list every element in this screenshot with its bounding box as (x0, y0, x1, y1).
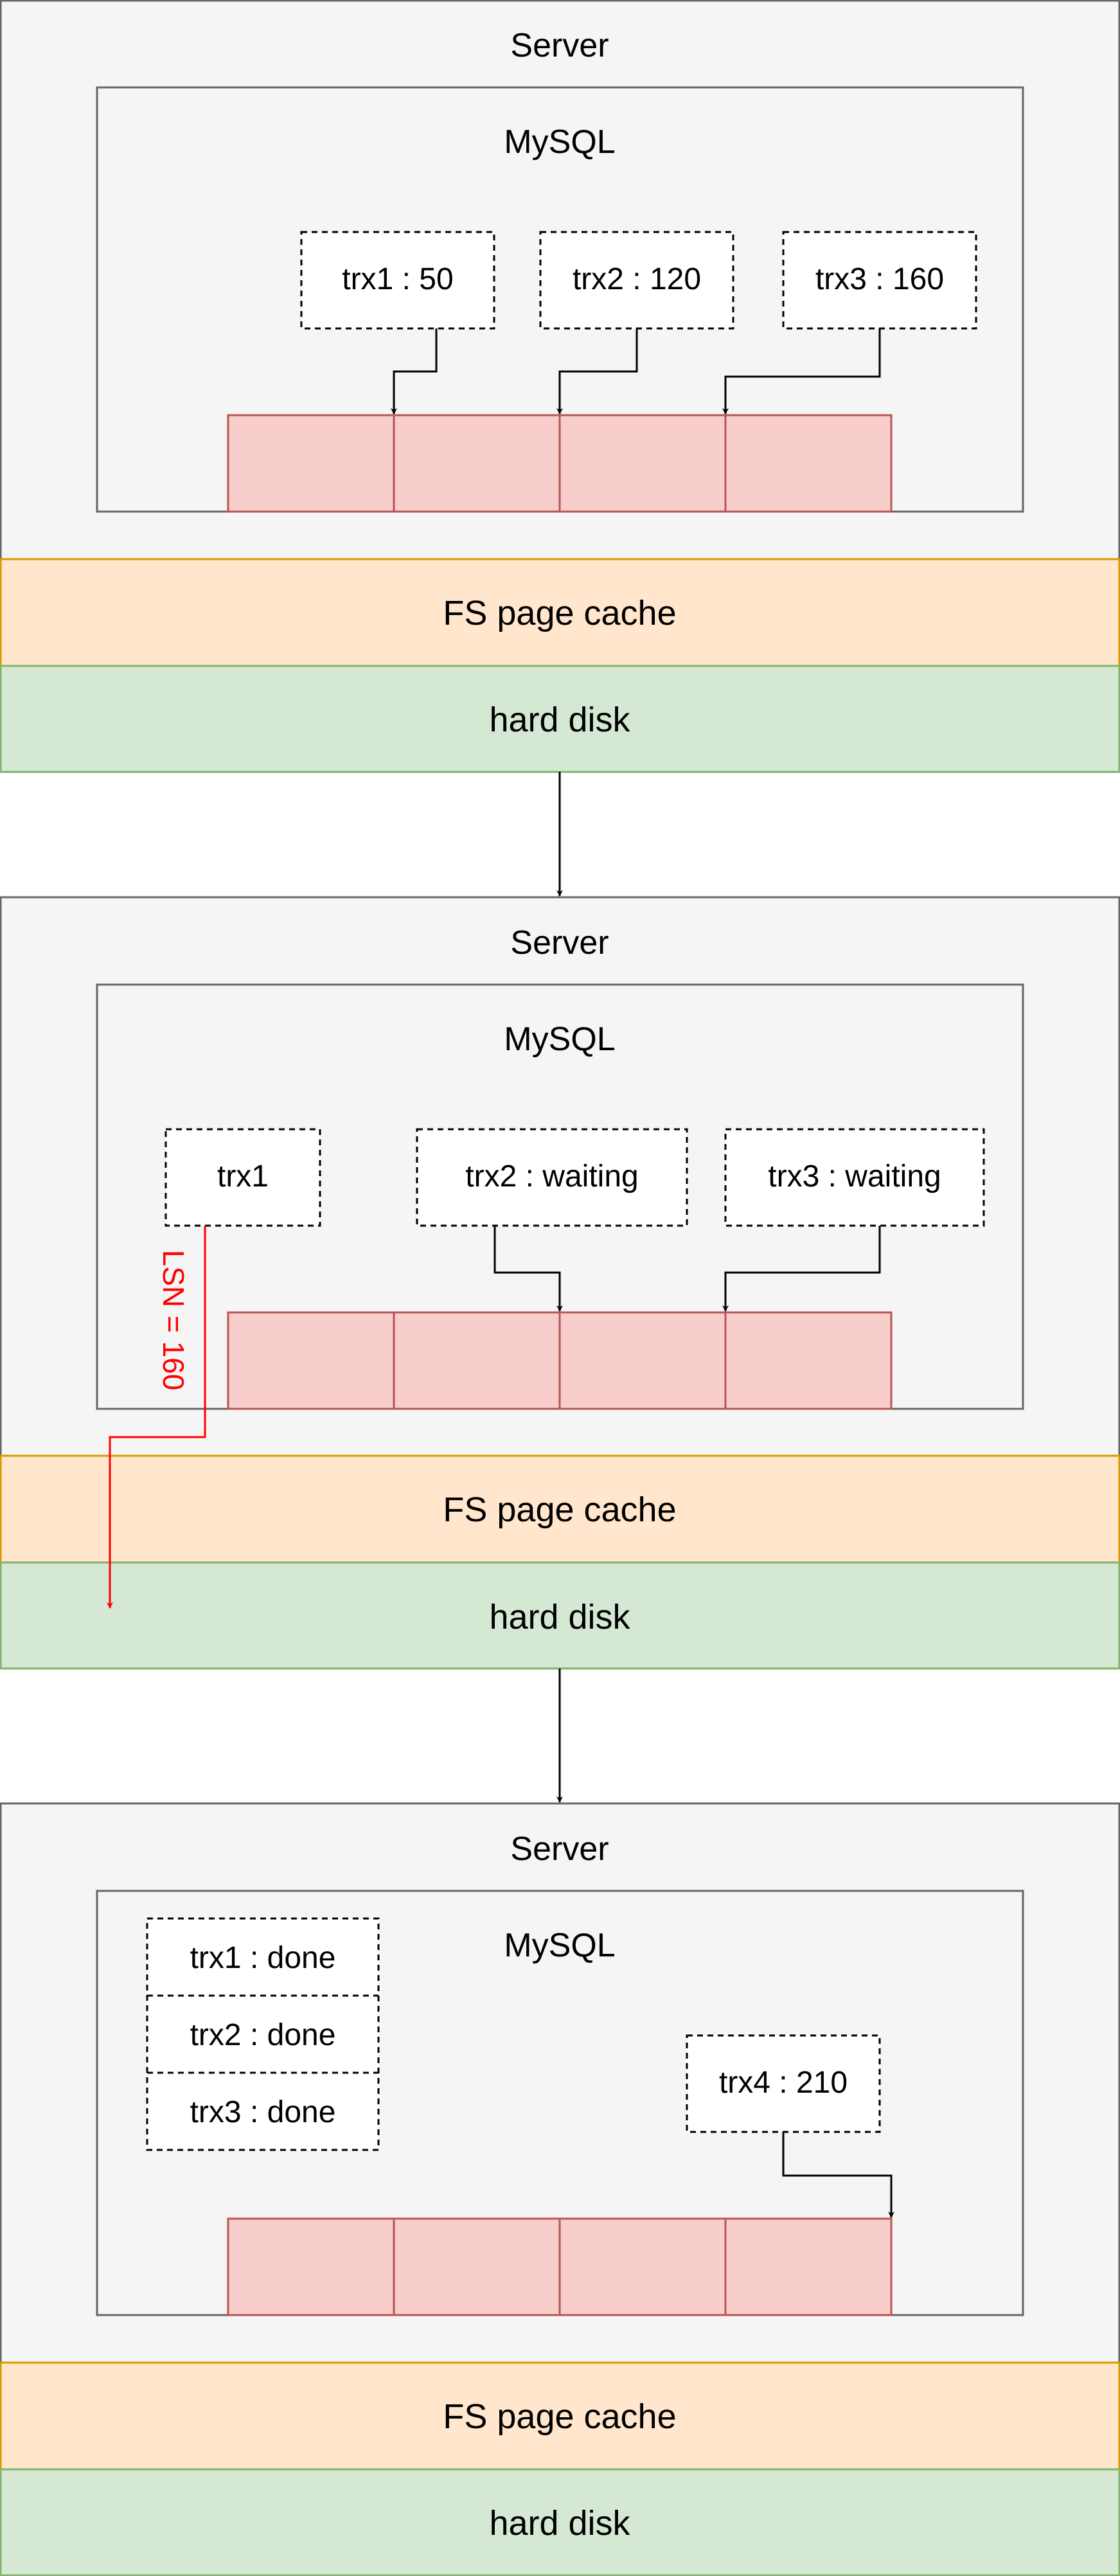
transaction-label: trx2 : 120 (573, 262, 701, 296)
log-buffer (227, 1311, 893, 1410)
log-buffer-cell (227, 414, 395, 513)
log-buffer-cell (724, 2217, 893, 2316)
server-label: Server (510, 924, 609, 962)
transaction-label: trx3 : waiting (768, 1159, 941, 1194)
mysql-label: MySQL (504, 1021, 615, 1058)
hard-disk (0, 1561, 1120, 1670)
mysql-label: MySQL (504, 123, 615, 161)
panel-3: Server MySQL trx1 : done trx2 : done trx… (0, 1802, 1120, 2576)
panel-2: Server MySQL trx1 trx2 : waiting trx3 : … (0, 896, 1120, 1670)
hard-disk (0, 665, 1120, 773)
write-arrow (556, 328, 638, 415)
transaction-label: trx2 : waiting (465, 1159, 638, 1194)
log-buffer-cell (558, 414, 727, 513)
transaction-trx2: trx2 : waiting (416, 1128, 688, 1227)
log-buffer-cell (724, 1311, 893, 1410)
write-arrow (782, 2132, 894, 2218)
transaction-label: trx1 : 50 (342, 262, 453, 296)
transaction-trx2: trx2 : 120 (539, 231, 734, 330)
panel-1: Server MySQL trx1 : 50 trx2 : 120 trx3 :… (0, 0, 1120, 773)
server-label: Server (510, 1830, 609, 1868)
fs-page-cache (0, 1454, 1120, 1564)
log-buffer (227, 2217, 893, 2316)
mysql-label: MySQL (504, 1927, 615, 1964)
fs-page-cache-label: FS page cache (443, 2397, 676, 2436)
write-arrow (722, 328, 881, 415)
server-label: Server (510, 27, 609, 64)
log-buffer-cell (724, 414, 893, 513)
hard-disk-label: hard disk (489, 1598, 630, 1636)
write-arrow (722, 1226, 881, 1312)
transaction-trx1: trx1 : 50 (300, 231, 495, 330)
hard-disk (0, 2468, 1120, 2576)
transaction-label: trx1 (217, 1159, 269, 1194)
fs-page-cache-label: FS page cache (443, 1490, 676, 1529)
log-buffer-cell (393, 1311, 561, 1410)
transaction-trx1: trx1 (164, 1128, 321, 1227)
done-list: trx1 : done trx2 : done trx3 : done (146, 1917, 380, 2151)
hard-disk-label: hard disk (489, 701, 630, 739)
log-buffer-cell (227, 2217, 395, 2316)
log-buffer-cell (393, 414, 561, 513)
log-buffer (227, 414, 893, 513)
transaction-trx4: trx4 : 210 (686, 2034, 881, 2133)
log-buffer-cell (393, 2217, 561, 2316)
log-buffer-cell (558, 1311, 727, 1410)
transaction-trx3: trx3 : 160 (782, 231, 977, 330)
transaction-trx3: trx3 : waiting (724, 1128, 985, 1227)
flush-arrow (107, 1226, 206, 1609)
write-arrow (493, 1226, 563, 1312)
log-buffer-cell (558, 2217, 727, 2316)
log-buffer-cell (227, 1311, 395, 1410)
flush-lsn-label: LSN = 160 (157, 1250, 190, 1391)
hard-disk-label: hard disk (489, 2504, 630, 2543)
write-arrow (391, 328, 438, 415)
transaction-label: trx4 : 210 (719, 2066, 848, 2100)
done-item: trx1 : done (190, 1941, 336, 1975)
fs-page-cache (0, 2361, 1120, 2471)
transaction-label: trx3 : 160 (815, 262, 944, 296)
fs-page-cache-label: FS page cache (443, 594, 676, 632)
done-item: trx2 : done (190, 2018, 336, 2052)
done-item: trx3 : done (190, 2095, 336, 2129)
